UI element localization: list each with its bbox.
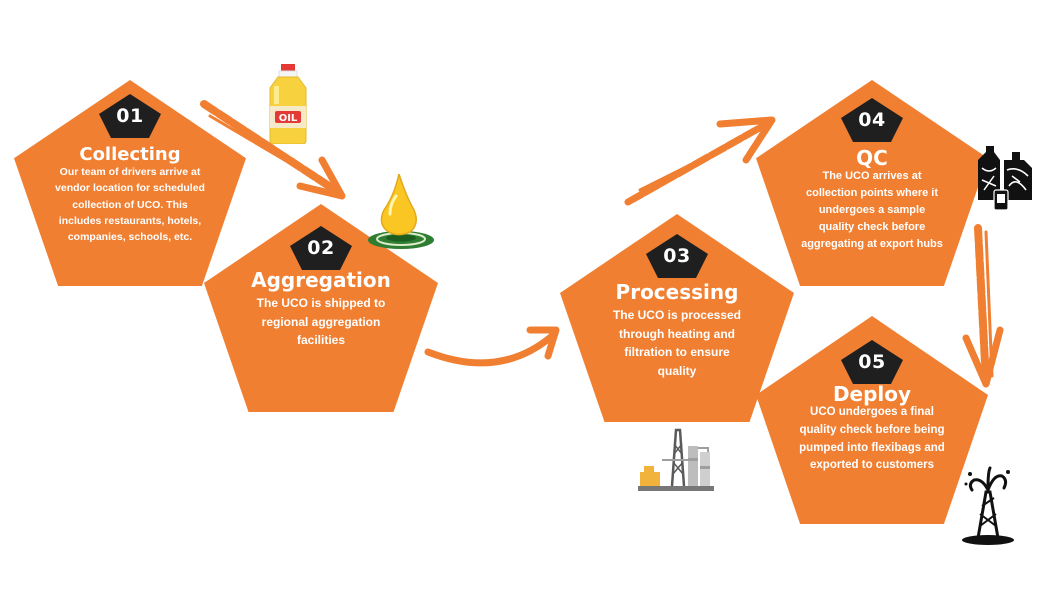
pentagon-shape bbox=[756, 316, 988, 524]
pentagon-shape bbox=[560, 214, 794, 422]
step-collecting: 01 Collecting Our team of drivers arrive… bbox=[14, 80, 246, 286]
step-number-badge: 05 bbox=[841, 340, 903, 384]
step-number-badge: 04 bbox=[841, 98, 903, 142]
oil-rig-icon bbox=[962, 466, 1014, 545]
step-processing: 03 Processing The UCO is processed throu… bbox=[560, 214, 794, 422]
step-aggregation: 02 Aggregation The UCO is shipped to reg… bbox=[204, 204, 438, 412]
step-number: 02 bbox=[307, 237, 335, 259]
oil-bottle-icon: OIL bbox=[269, 64, 307, 144]
qc-containers-icon bbox=[978, 146, 1032, 211]
oil-label: OIL bbox=[279, 113, 298, 124]
oil-drop-icon bbox=[368, 174, 434, 249]
step-title: Collecting bbox=[79, 144, 181, 165]
step-qc: 04 QC The UCO arrives at collection poin… bbox=[756, 80, 988, 286]
step-description: The UCO is shipped to regional aggregati… bbox=[256, 296, 386, 348]
arrow-04-to-05 bbox=[962, 224, 1004, 388]
step-title: Deploy bbox=[832, 382, 912, 406]
step-number: 03 bbox=[663, 245, 691, 267]
arrow-03-to-04 bbox=[624, 116, 776, 206]
step-number-badge: 03 bbox=[646, 234, 708, 278]
arrow-02-to-03 bbox=[424, 326, 560, 367]
step-description: UCO undergoes a final quality check befo… bbox=[799, 406, 945, 472]
pentagon-shape bbox=[204, 204, 438, 412]
step-title: Processing bbox=[615, 280, 739, 304]
pentagon-shape bbox=[14, 80, 246, 286]
step-description: The UCO arrives at collection points whe… bbox=[801, 170, 943, 251]
step-description: The UCO is processed through heating and… bbox=[612, 308, 742, 378]
step-number: 05 bbox=[858, 351, 886, 373]
step-title: QC bbox=[856, 146, 888, 170]
pentagon-shape bbox=[756, 80, 988, 286]
step-title: Aggregation bbox=[251, 268, 391, 292]
refinery-icon bbox=[638, 428, 714, 491]
arrow-01-to-02 bbox=[200, 100, 346, 200]
step-number: 01 bbox=[116, 105, 144, 127]
step-deploy: 05 Deploy UCO undergoes a final quality … bbox=[756, 316, 988, 524]
step-number-badge: 02 bbox=[290, 226, 352, 270]
step-description: Our team of drivers arrive at vendor loc… bbox=[55, 166, 205, 244]
step-number: 04 bbox=[858, 109, 886, 131]
step-number-badge: 01 bbox=[99, 94, 161, 138]
